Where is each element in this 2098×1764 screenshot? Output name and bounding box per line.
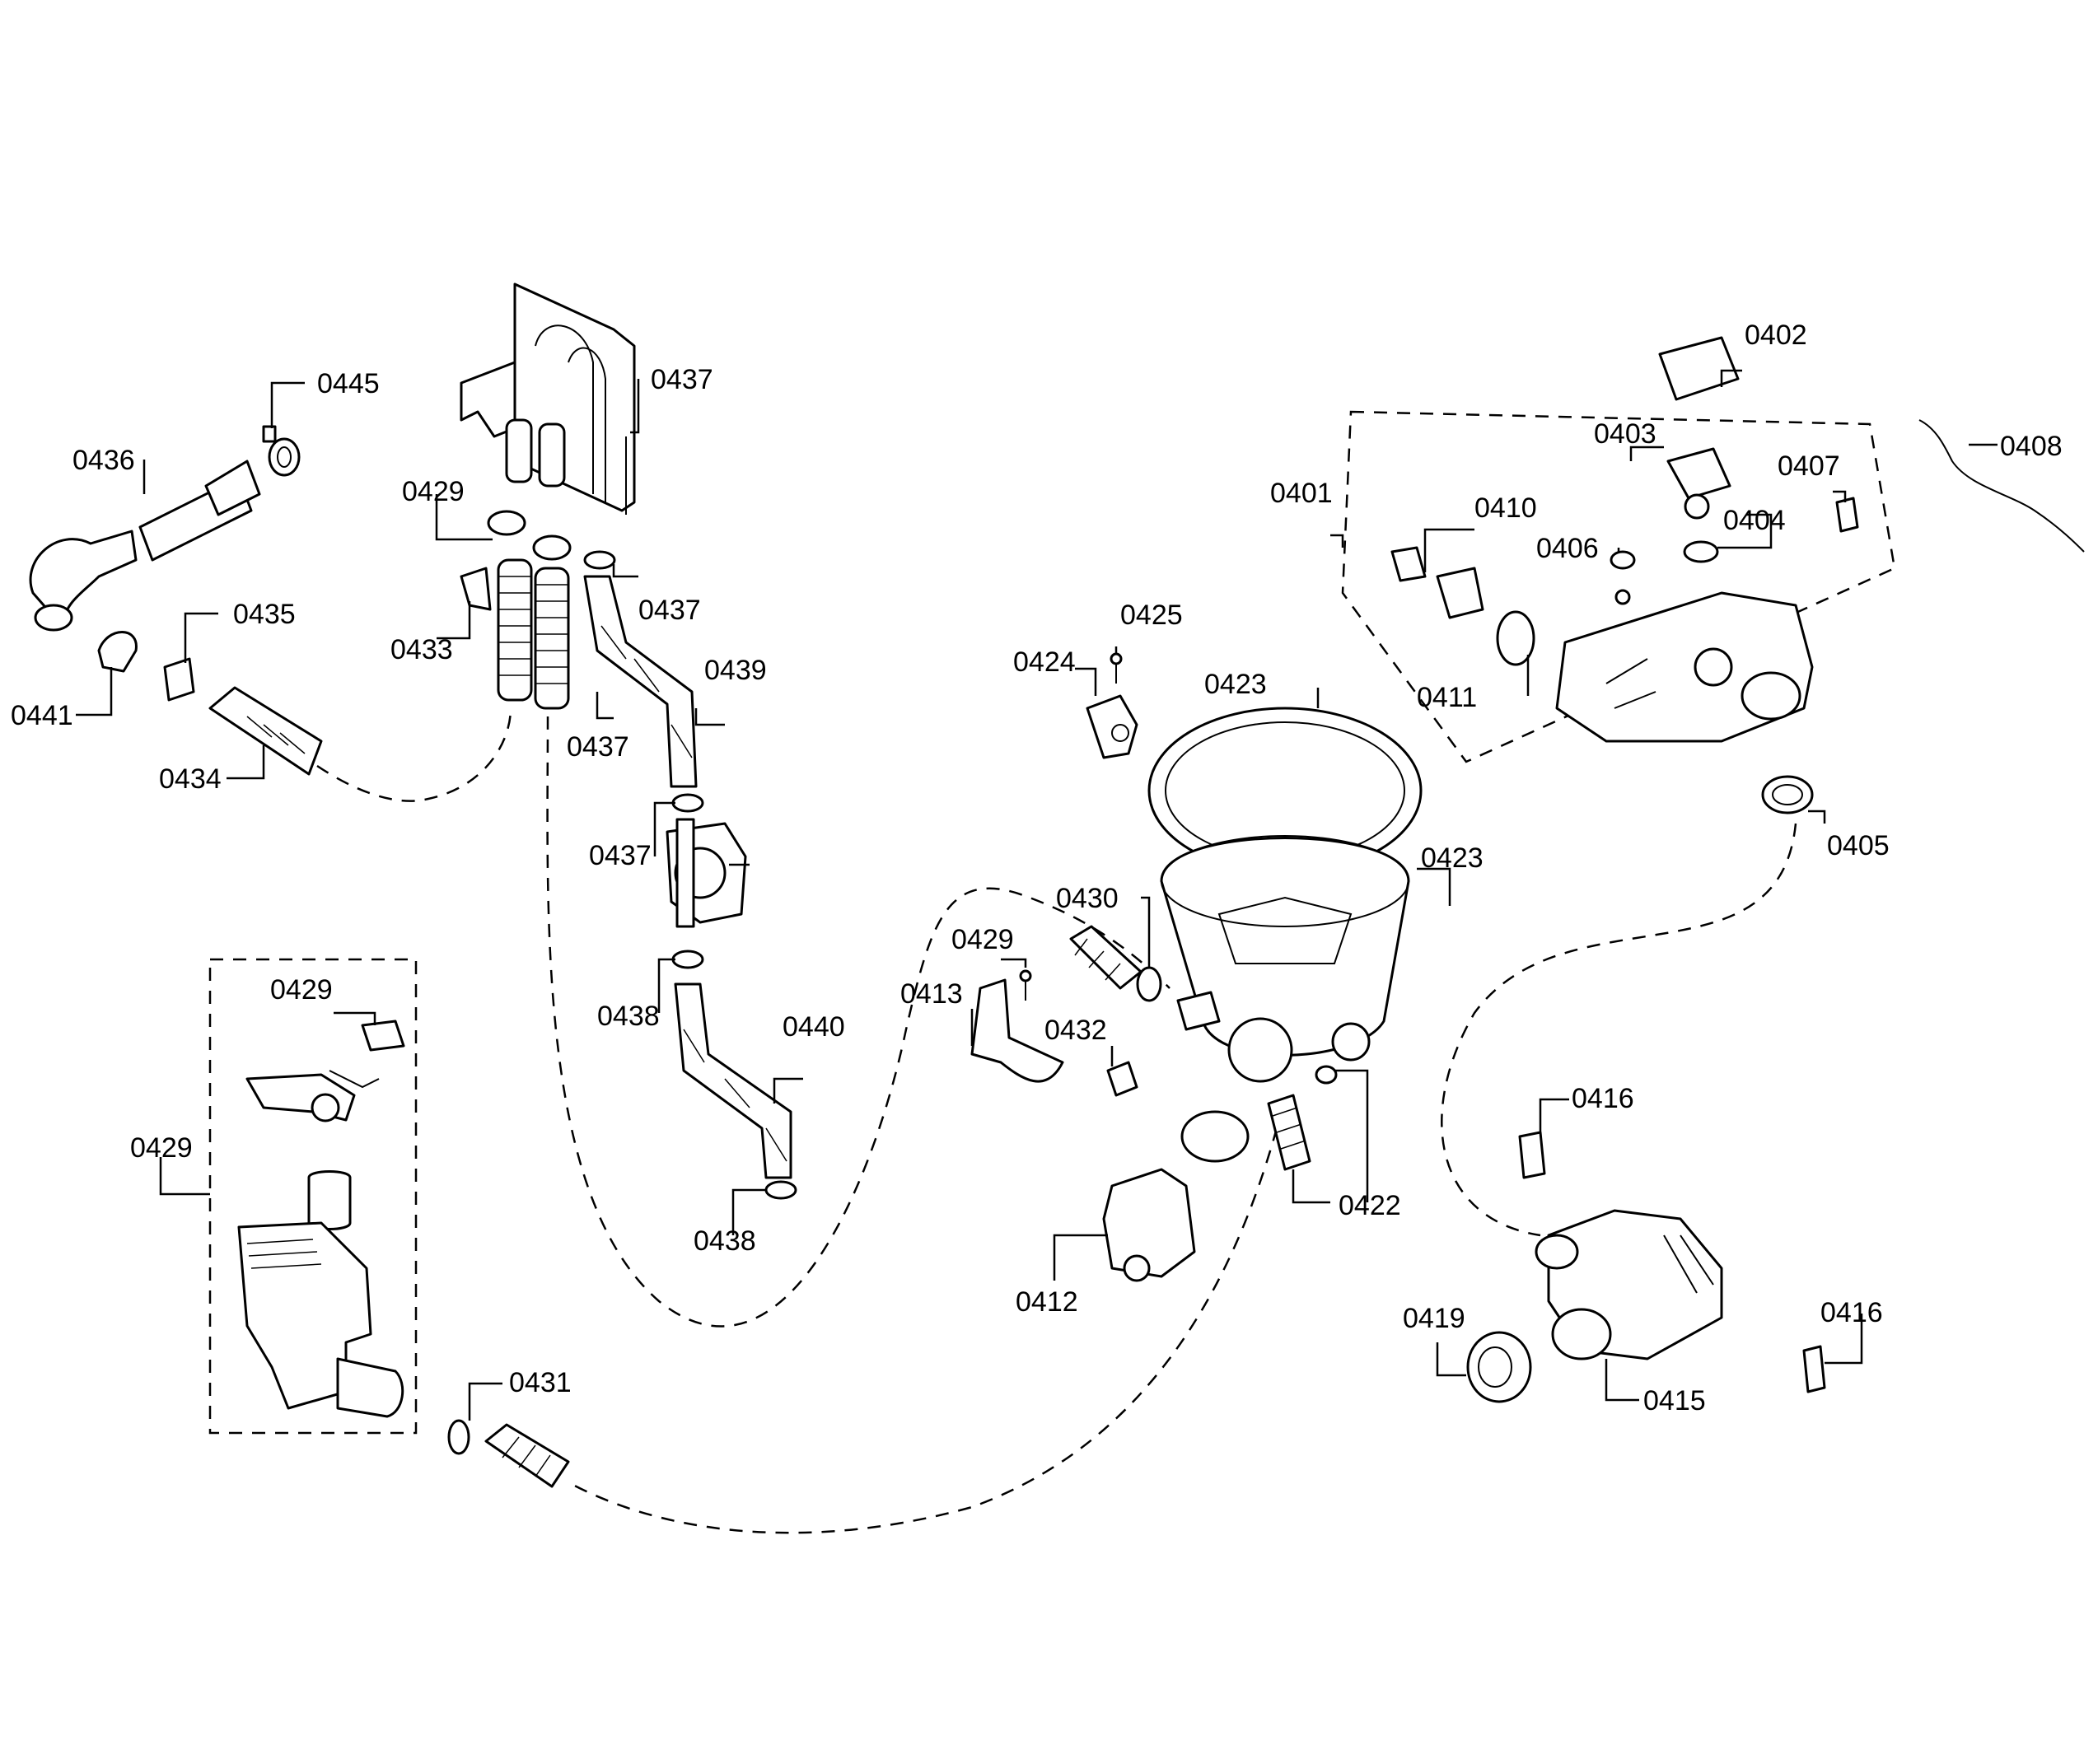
callout-0422: 0424	[1013, 646, 1076, 678]
seal-0406	[1610, 550, 1636, 605]
bracket-0433	[163, 657, 195, 702]
callout-0419: 0419	[1403, 1303, 1465, 1334]
clamp-0437-1	[583, 550, 616, 570]
connector-0407	[1835, 497, 1859, 533]
callout-0416-top: 0416	[1572, 1083, 1634, 1114]
callout-0429-top: 0429	[402, 476, 465, 507]
callout-0404: 0404	[1723, 505, 1786, 536]
callout-0415: 0415	[1643, 1385, 1706, 1416]
callout-0438-lower: 0440	[783, 1011, 845, 1043]
callout-0437-3: 0438	[597, 1001, 660, 1032]
callout-0423-mid: 0429	[951, 924, 1014, 955]
sensor-0410	[1390, 546, 1484, 619]
corrugated-hoses-0436	[497, 558, 570, 710]
callout-0405: 0405	[1827, 830, 1890, 861]
callout-0430: 0432	[1044, 1015, 1107, 1046]
screw-0423-mid	[1019, 969, 1032, 1001]
callout-0421: 0423	[1421, 842, 1484, 874]
seal-0429-top	[487, 510, 572, 561]
callout-0410: 0410	[1474, 492, 1537, 524]
hose-0438-upper	[583, 575, 698, 788]
callout-0429-bottom: 0431	[509, 1367, 572, 1398]
clip-0416-bottom	[1802, 1345, 1826, 1393]
hose-0439	[1267, 1065, 1338, 1171]
group-outline-0425	[208, 958, 418, 1435]
callout-0420: 0423	[1204, 669, 1267, 700]
callout-0429-mid: 0430	[1056, 883, 1119, 914]
seal-0411	[1496, 610, 1535, 666]
hose-0429-bottom	[447, 1419, 570, 1488]
clamp-0437-2	[671, 793, 704, 813]
heater-housing-0401	[1555, 591, 1814, 743]
callout-0403: 0403	[1594, 418, 1656, 450]
callout-0411: 0411	[1417, 682, 1477, 713]
callout-0432: 0434	[159, 763, 222, 795]
callout-0413: 0413	[900, 978, 963, 1010]
callout-0425: 0429	[130, 1132, 193, 1164]
leader-lines	[76, 369, 1998, 1421]
hose-path-pump	[1441, 823, 1797, 1237]
callout-0424: 0429	[270, 974, 333, 1006]
callout-0407: 0407	[1778, 450, 1840, 482]
hose-0429-mid	[1069, 925, 1162, 1002]
callout-0406: 0406	[1536, 533, 1599, 564]
callout-labels: 0445 0436 0441 0435 0434 0433 0429 0437 …	[11, 320, 2063, 1416]
clamp-0405	[1761, 775, 1814, 814]
bracket-0422	[1086, 694, 1138, 759]
vent-assembly-0435	[460, 282, 636, 515]
callout-0439: 0422	[1339, 1190, 1401, 1221]
callout-0408: 0408	[2000, 431, 2063, 462]
pump-0412	[1102, 1110, 1250, 1282]
part-0424	[361, 1020, 405, 1052]
callout-0402: 0402	[1745, 320, 1807, 351]
callout-0416-bottom: 0416	[1820, 1297, 1883, 1328]
seal-0419	[1466, 1331, 1532, 1403]
callout-0441: 0445	[317, 368, 380, 399]
clamp-0441	[262, 425, 301, 477]
callout-0435: 0437	[651, 364, 713, 395]
deflector-0413	[970, 978, 1064, 1083]
callout-0412: 0412	[1016, 1286, 1078, 1318]
assembly-0425	[237, 1070, 404, 1418]
wire-0408	[1918, 419, 2085, 553]
sump-0421	[1160, 835, 1410, 1083]
screw-0423-top	[1110, 652, 1123, 684]
hose-end-0432	[208, 686, 323, 776]
hose-path-drain	[546, 716, 1170, 1328]
sensor-0403	[1666, 447, 1731, 520]
callout-0440: 0441	[11, 700, 73, 731]
clip-0430	[1106, 1061, 1138, 1097]
clip-0431	[460, 567, 492, 611]
callout-0423-top: 0425	[1120, 600, 1183, 631]
callout-0431: 0433	[390, 634, 453, 665]
valve-0445	[666, 818, 747, 928]
clamp-0437-4	[764, 1180, 797, 1200]
callout-0437-4: 0438	[694, 1225, 756, 1257]
clamp-0437-3	[671, 950, 704, 969]
hose-0438-lower	[674, 982, 792, 1179]
hose-path-sump	[568, 1127, 1278, 1534]
callout-0437-2: 0437	[589, 840, 652, 871]
callout-0433: 0435	[233, 599, 296, 630]
clip-0416-top	[1518, 1131, 1546, 1179]
callout-0438-upper: 0439	[704, 655, 767, 686]
cover-0402	[1658, 336, 1740, 401]
seal-0404	[1683, 540, 1719, 563]
callout-0401: 0401	[1270, 478, 1333, 509]
clip-0440	[97, 631, 138, 673]
pump-0415	[1535, 1209, 1723, 1360]
hose-path-left	[316, 707, 512, 802]
callout-0434: 0436	[72, 445, 135, 476]
callout-0436: 0437	[567, 731, 629, 763]
hose-0434	[29, 460, 261, 632]
callout-0437-1: 0437	[638, 595, 701, 626]
